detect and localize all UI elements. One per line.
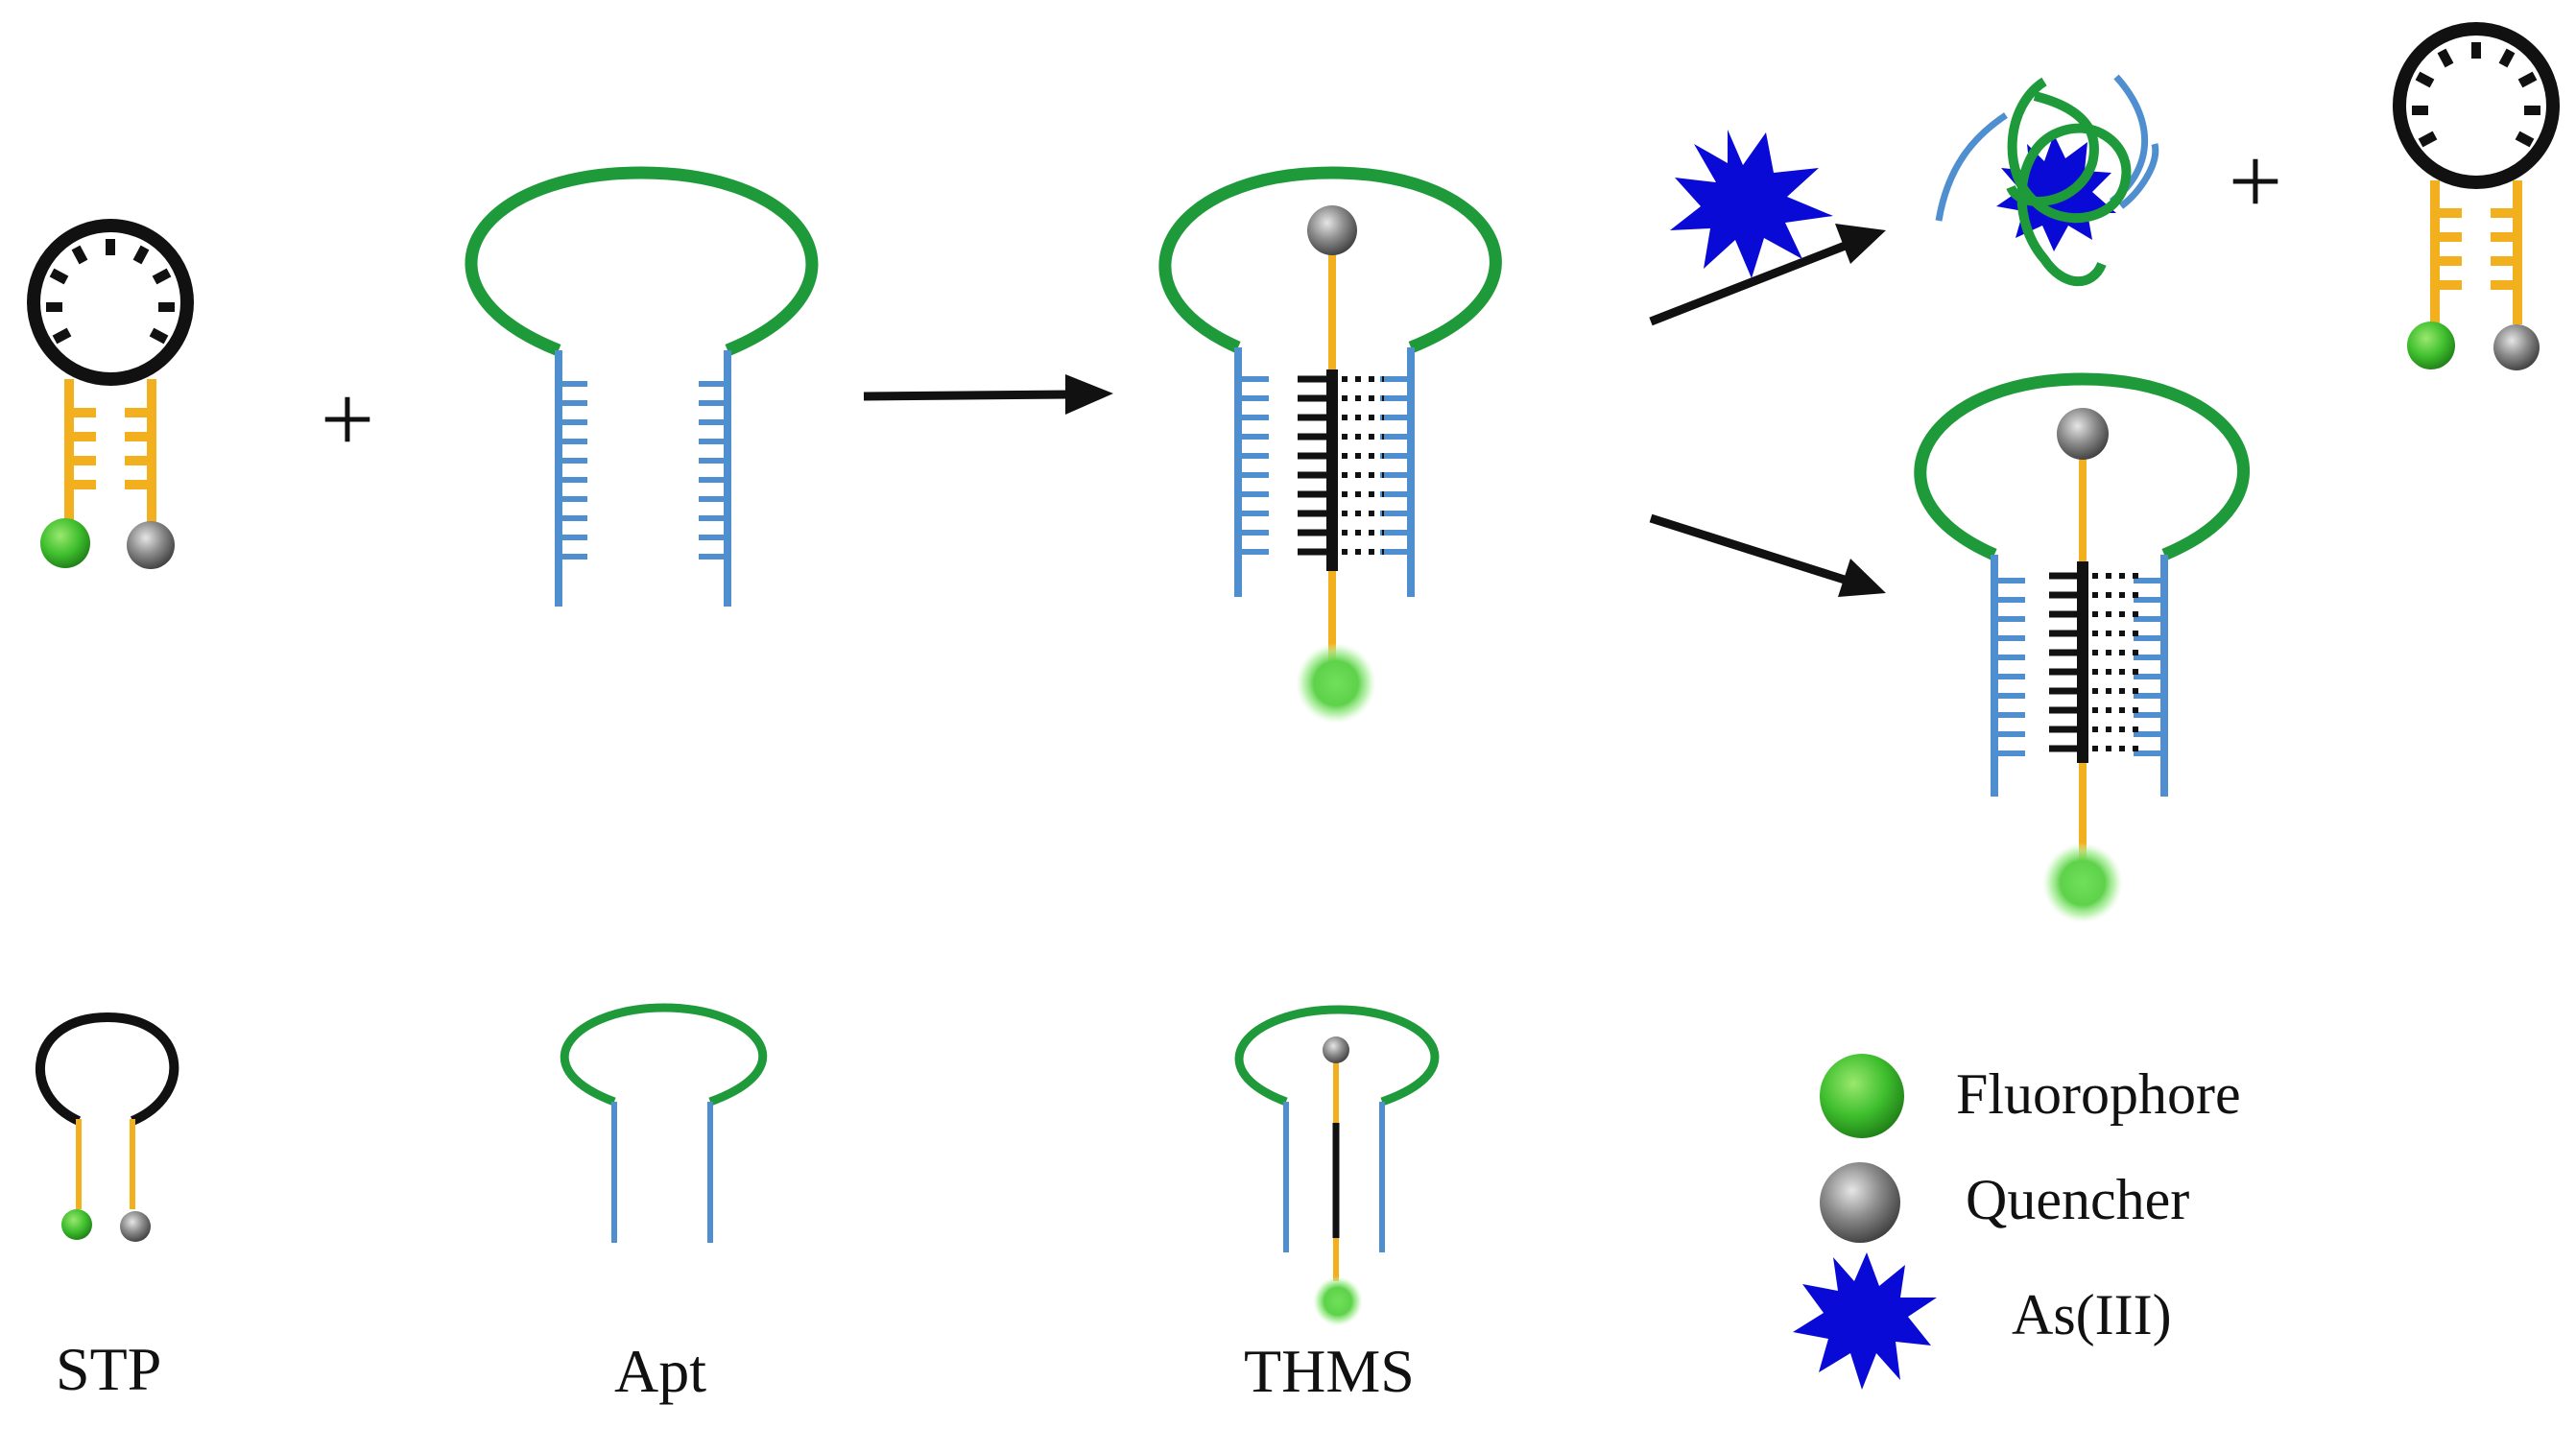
thms-small	[1234, 1005, 1440, 1326]
fluorophore-glow-icon	[1296, 643, 1376, 724]
stp-loop	[27, 219, 194, 386]
arrow-up-right	[1649, 224, 1886, 326]
legend-quencher-label: Quencher	[1966, 1168, 2190, 1231]
aptamer-stem-bases	[1996, 578, 2162, 756]
arrow-down-right	[1649, 513, 1886, 597]
quencher-icon	[120, 1211, 151, 1242]
stp-loop-ticks	[46, 239, 175, 345]
fluorophore-icon	[40, 518, 90, 568]
hydrogen-bonds	[2092, 573, 2138, 751]
fluorophore-icon	[61, 1209, 92, 1240]
stp-loop	[2393, 22, 2560, 189]
aptamer-stem	[1991, 555, 2168, 797]
aptamer-loop	[465, 166, 819, 357]
stp-loop-ticks	[2412, 42, 2540, 148]
plus-sign: +	[2229, 128, 2282, 234]
aptamer-stem-bases	[1240, 376, 1409, 555]
stp-released	[2393, 22, 2560, 370]
thms-intact	[1914, 372, 2250, 923]
aptamer-loop	[1914, 372, 2250, 560]
aptamer-stem	[1234, 347, 1415, 597]
legend-quencher-icon	[1820, 1162, 1900, 1243]
base-pairs	[1298, 375, 1334, 556]
legend-arsenic-icon	[1793, 1252, 1937, 1390]
quencher-icon	[2057, 408, 2109, 460]
fluorophore-icon	[2407, 322, 2455, 369]
legend-fluorophore-label: Fluorophore	[1956, 1062, 2241, 1126]
hydrogen-bonds	[1342, 376, 1384, 555]
stp-large	[27, 219, 194, 569]
stp-stem	[64, 379, 156, 523]
arsenic-icon	[1670, 130, 1833, 278]
aptamer-stem	[555, 350, 731, 607]
aptamer-loop	[1158, 166, 1502, 354]
legend-arsenic-label: As(III)	[2012, 1283, 2172, 1346]
aptamer-large	[465, 166, 819, 607]
thms-large	[1158, 166, 1502, 724]
aptamer-stem-bases	[561, 381, 726, 560]
stp-label: STP	[56, 1335, 162, 1403]
stp-loop	[35, 1012, 179, 1126]
aptamer-small	[560, 1003, 768, 1243]
apt-label: Apt	[614, 1337, 706, 1405]
quencher-icon	[1323, 1036, 1349, 1063]
fluorophore-glow-icon	[2042, 843, 2123, 923]
quencher-icon	[127, 521, 175, 569]
stp-small	[35, 1012, 179, 1242]
stp-stem	[2430, 180, 2522, 324]
legend-fluorophore-icon	[1820, 1054, 1904, 1138]
plus-sign: +	[321, 366, 374, 472]
aptamer-loop	[560, 1003, 768, 1107]
quencher-icon	[2493, 324, 2540, 370]
aptamer-arsenic-complex	[1935, 74, 2159, 287]
arrow-right	[863, 374, 1113, 415]
quencher-icon	[1307, 205, 1357, 255]
fluorophore-glow-icon	[1313, 1276, 1363, 1326]
base-pairs	[2049, 572, 2085, 752]
thms-label: THMS	[1244, 1337, 1415, 1405]
aptamer-loop	[1234, 1005, 1440, 1107]
